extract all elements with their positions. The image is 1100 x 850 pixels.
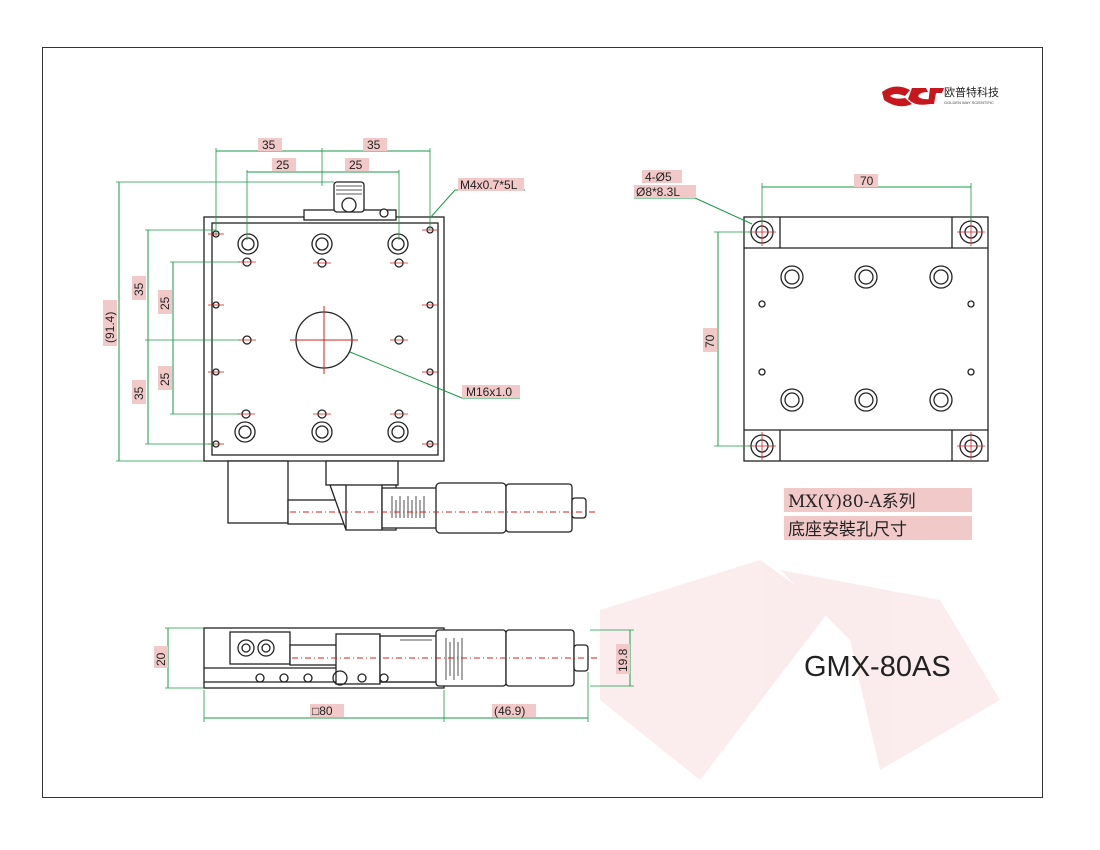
- base-view: 70 70 4-Ø5 Ø8*8.3L MX(Y)80-A系列 底座安裝孔尺寸: [634, 170, 989, 540]
- dim-70-height: 70: [703, 334, 717, 348]
- dim-19-8: 19.8: [616, 648, 630, 672]
- dim-25-top: 25: [158, 296, 172, 310]
- base-view-dimensions: [634, 183, 972, 447]
- dim-square-80: □80: [312, 704, 333, 718]
- series-label-line1: MX(Y)80-A系列: [788, 492, 916, 512]
- dim-35-right: 35: [367, 138, 381, 152]
- dim-20: 20: [154, 652, 168, 666]
- counterbored-holes: [234, 233, 409, 443]
- side-view: 20 19.8 □80 (46.9): [154, 627, 634, 722]
- side-view-dim-labels: 20 19.8 □80 (46.9): [154, 644, 630, 718]
- callout-counterbore: Ø8*8.3L: [636, 185, 680, 199]
- callout-m16: M16x1.0: [466, 385, 512, 399]
- model-name: GMX-80AS: [804, 651, 951, 683]
- dim-46-9: (46.9): [494, 704, 525, 718]
- brand-logo-icon: [882, 86, 944, 107]
- series-label-line2: 底座安裝孔尺寸: [788, 520, 907, 540]
- base-holes: [758, 265, 975, 412]
- series-label: MX(Y)80-A系列 底座安裝孔尺寸: [784, 488, 972, 540]
- callout-m4-thread: M4x0.7*5L: [460, 178, 518, 192]
- drawing-border: [42, 47, 1043, 798]
- brand-logo: 欧普特科技 GOLDEN WAY SCIENTIFIC: [882, 85, 999, 107]
- side-view-dimensions: [165, 627, 634, 722]
- base-view-body: [743, 216, 989, 462]
- top-view-body-inner: [211, 222, 439, 456]
- watermark-logo: [600, 560, 1000, 780]
- dim-25-left: 25: [276, 158, 290, 172]
- brand-name-cn: 欧普特科技: [944, 85, 999, 99]
- top-view-dim-labels: 35 35 25 25 M4x0.7*5L M16x1.0 (91.4) 35 …: [103, 138, 524, 404]
- dim-35-bottom: 35: [132, 386, 146, 400]
- dim-35-top: 35: [132, 282, 146, 296]
- dim-35-left: 35: [262, 138, 276, 152]
- top-view: 35 35 25 25 M4x0.7*5L M16x1.0 (91.4) 35 …: [103, 138, 598, 534]
- dim-70-width: 70: [860, 174, 874, 188]
- base-view-dim-labels: 70 70 4-Ø5 Ø8*8.3L: [634, 170, 878, 352]
- dim-25-right: 25: [349, 158, 363, 172]
- base-mounting-holes: [748, 218, 985, 460]
- brand-name-en: GOLDEN WAY SCIENTIFIC: [944, 100, 994, 105]
- dim-91-4: (91.4): [103, 312, 117, 343]
- top-view-micrometer: [227, 460, 598, 534]
- dim-25-bottom: 25: [158, 372, 172, 386]
- callout-4-holes: 4-Ø5: [645, 170, 672, 184]
